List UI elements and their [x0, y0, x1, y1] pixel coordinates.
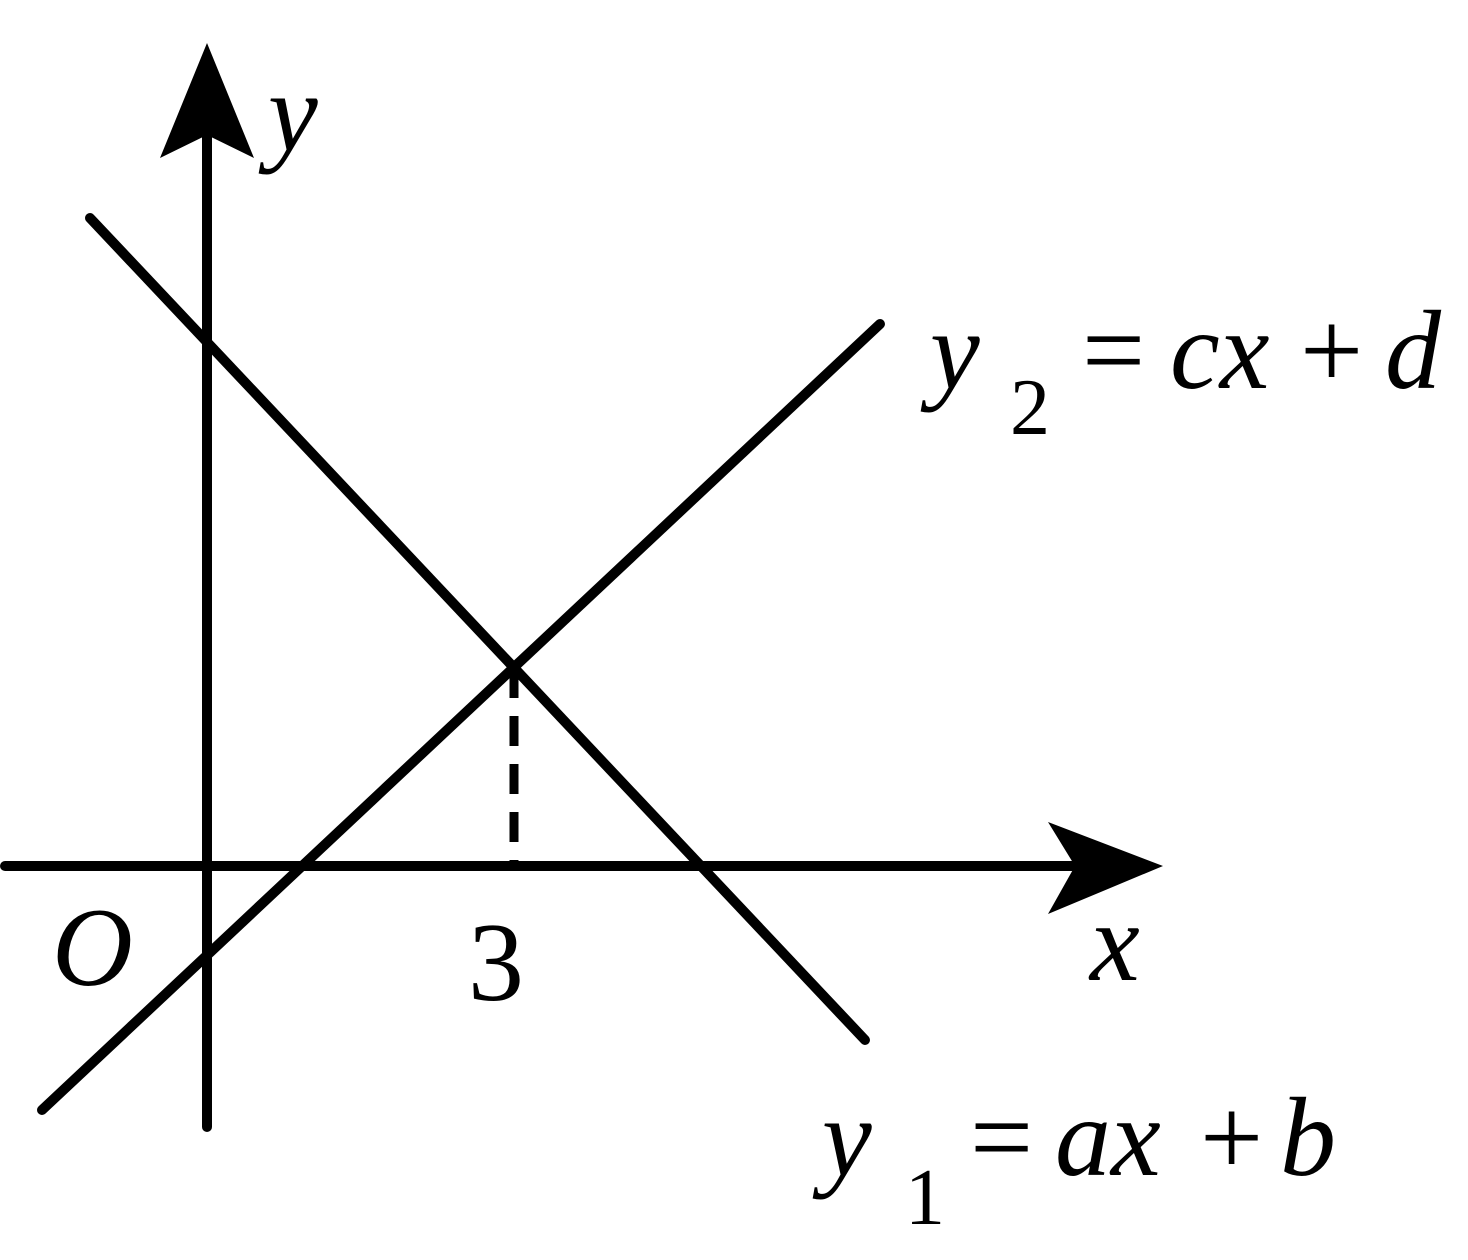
eq-y2-equals: = — [1082, 289, 1145, 413]
x-tick-label-3: 3 — [468, 901, 524, 1025]
y-axis-arrow — [160, 43, 254, 158]
eq-y1-equals: = — [970, 1076, 1033, 1200]
eq-y1-term: ax — [1055, 1076, 1161, 1200]
eq-y2-constant: d — [1385, 289, 1442, 413]
equation-label-y2: y 2 = cx + d — [920, 289, 1442, 452]
eq-y1-constant: b — [1280, 1076, 1336, 1200]
line-y2 — [37, 319, 885, 1115]
x-axis-arrow — [1048, 822, 1163, 914]
eq-y2-subscript: 2 — [1010, 364, 1050, 452]
eq-y2-name: y — [920, 289, 980, 413]
eq-y2-term: cx — [1170, 289, 1269, 413]
eq-y1-subscript: 1 — [905, 1154, 945, 1242]
origin-label: O — [52, 886, 133, 1010]
y-axis-label: y — [258, 51, 318, 175]
line-y1 — [85, 213, 870, 1045]
equation-label-y1: y 1 = ax + b — [812, 1076, 1336, 1242]
x-axis-label: x — [1088, 881, 1140, 1005]
eq-y1-plus: + — [1200, 1076, 1263, 1200]
eq-y1-name: y — [812, 1076, 872, 1200]
eq-y2-plus: + — [1300, 289, 1363, 413]
